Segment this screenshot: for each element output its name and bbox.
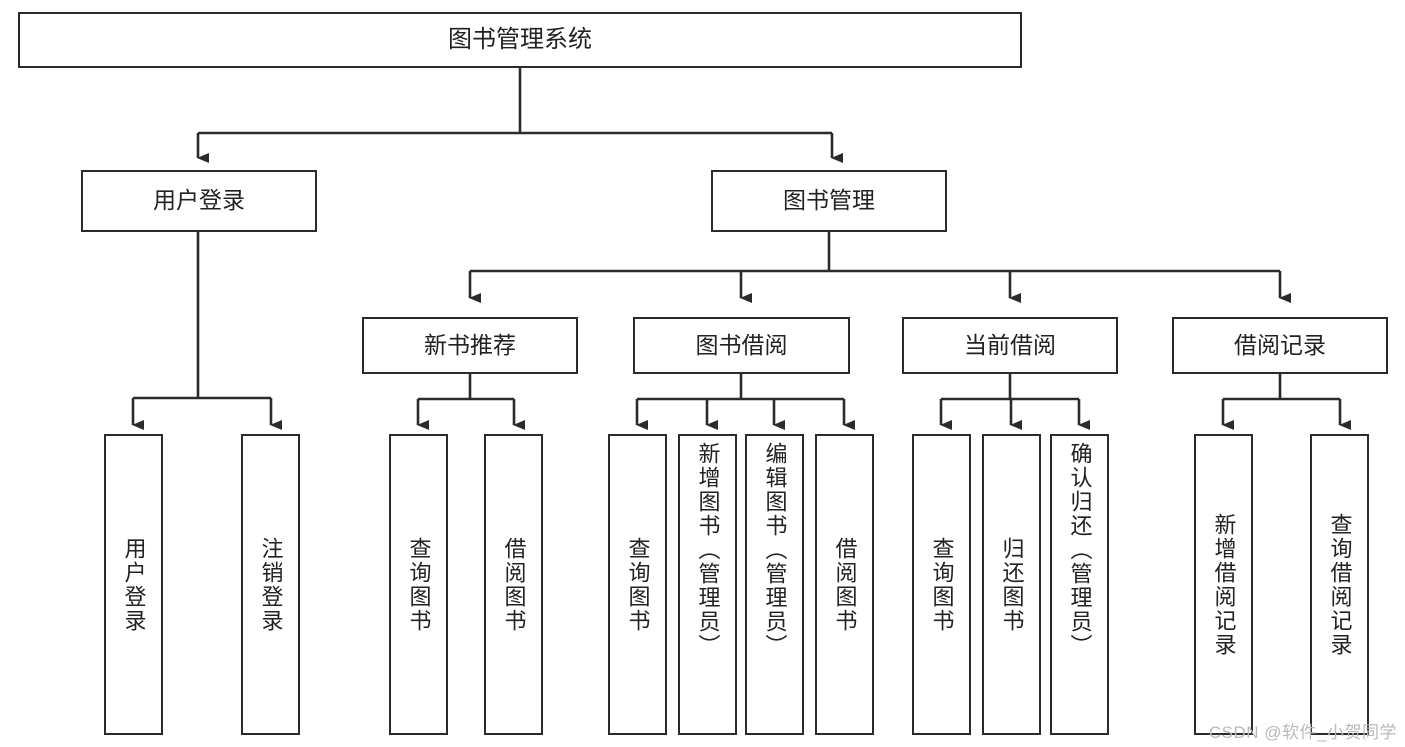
leaf-confirm-return-admin[interactable]: 确认归还（管理员）: [1050, 434, 1109, 735]
node-label: 用户登录: [153, 187, 245, 214]
node-label: 归还图书: [999, 536, 1025, 633]
watermark-text: CSDN @软件_小贺同学: [1208, 723, 1397, 742]
node-label: 当前借阅: [964, 331, 1056, 358]
leaf-edit-book-admin[interactable]: 编辑图书（管理员）: [745, 434, 804, 735]
node-label: 借阅图书: [832, 536, 858, 633]
node-label: 查询图书: [625, 536, 651, 633]
node-label: 借阅记录: [1234, 331, 1326, 358]
node-label: 图书管理系统: [448, 25, 592, 53]
node-label: 查询图书: [929, 536, 955, 633]
node-book-management[interactable]: 图书管理: [711, 170, 947, 232]
node-new-book-recommend[interactable]: 新书推荐: [362, 317, 578, 374]
node-label: 新书推荐: [424, 331, 516, 358]
leaf-user-login[interactable]: 用户登录: [104, 434, 163, 735]
leaf-query-borrow-record[interactable]: 查询借阅记录: [1310, 434, 1369, 735]
node-label: 图书管理: [783, 187, 875, 214]
leaf-borrow-book[interactable]: 借阅图书: [815, 434, 874, 735]
leaf-query-book-current[interactable]: 查询图书: [912, 434, 971, 735]
node-label: 查询借阅记录: [1327, 512, 1353, 657]
node-label: 图书借阅: [695, 331, 788, 358]
node-label: 新增借阅记录: [1211, 512, 1237, 657]
leaf-add-book-admin[interactable]: 新增图书（管理员）: [678, 434, 737, 735]
node-user-login[interactable]: 用户登录: [81, 170, 317, 232]
leaf-borrow-book-recommend[interactable]: 借阅图书: [484, 434, 543, 735]
leaf-logout-login[interactable]: 注销登录: [241, 434, 300, 735]
leaf-query-book-borrow[interactable]: 查询图书: [608, 434, 667, 735]
node-current-borrow[interactable]: 当前借阅: [902, 317, 1118, 374]
node-label: 借阅图书: [501, 536, 527, 633]
node-root-system[interactable]: 图书管理系统: [18, 12, 1022, 68]
node-label: 编辑图书（管理员）: [762, 442, 788, 658]
node-label: 用户登录: [121, 536, 147, 633]
node-label: 查询图书: [406, 536, 432, 633]
node-label: 确认归还（管理员）: [1067, 442, 1093, 658]
node-borrow-record[interactable]: 借阅记录: [1172, 317, 1388, 374]
node-label: 新增图书（管理员）: [695, 442, 721, 658]
node-book-borrow[interactable]: 图书借阅: [633, 317, 850, 374]
leaf-query-book-recommend[interactable]: 查询图书: [389, 434, 448, 735]
node-label: 注销登录: [258, 536, 284, 633]
leaf-return-book[interactable]: 归还图书: [982, 434, 1041, 735]
leaf-add-borrow-record[interactable]: 新增借阅记录: [1194, 434, 1253, 735]
